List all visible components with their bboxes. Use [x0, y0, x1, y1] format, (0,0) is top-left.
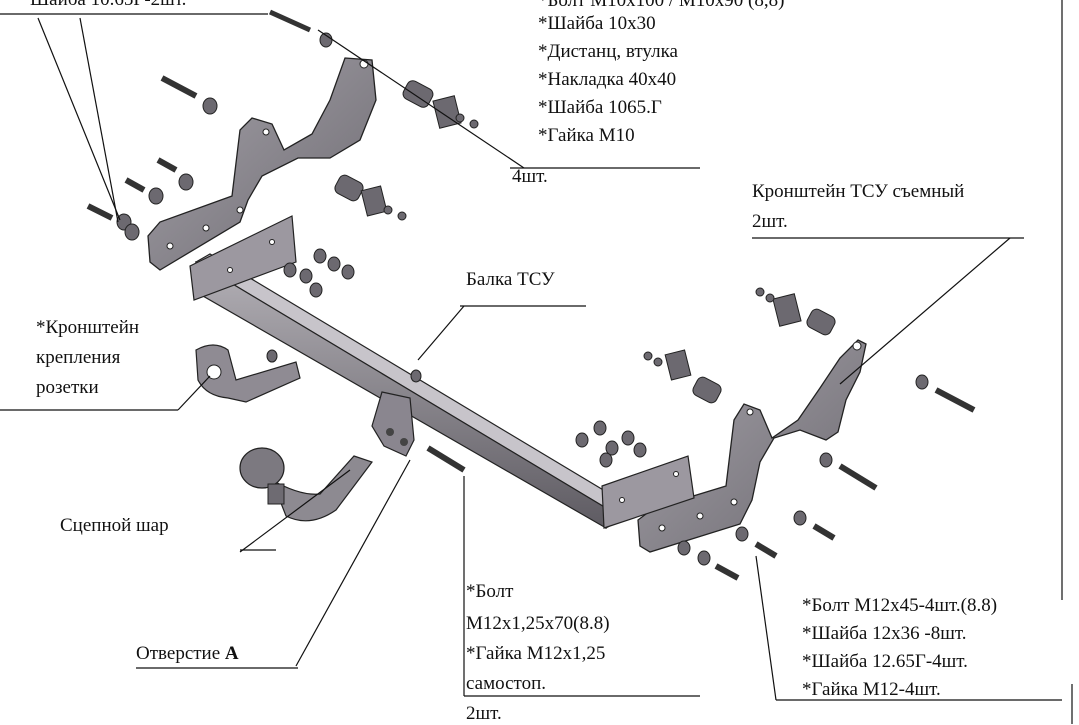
- hole-a-prefix: Отверстие: [136, 643, 225, 664]
- tow-ball: [239, 447, 373, 522]
- bolt-m12x125-label-2: М12х1,25х70(8.8): [466, 613, 610, 634]
- qty-4-label: 4шт.: [512, 166, 548, 187]
- bolt-m12x125-label-4: самостоп.: [466, 673, 546, 694]
- socket-bracket: [195, 344, 301, 403]
- washer-1065-label: *Шайба 1065.Г: [538, 97, 662, 118]
- hole-a-label: Отверстие А: [136, 642, 239, 665]
- washer-label-top-left: Шайба 10.65Г-2шт.: [30, 0, 186, 11]
- nut-m10-label: *Гайка М10: [538, 125, 635, 146]
- bolt-m12x125-label-5: 2шт.: [466, 703, 502, 724]
- plate-40x40-label: *Накладка 40х40: [538, 69, 677, 90]
- washer-10x30-label: *Шайба 10х30: [538, 13, 656, 34]
- bolt-m10-label: *Болт М10х100 / М10х90 (8,8): [538, 0, 785, 11]
- socket-bracket-label-3: розетки: [36, 377, 99, 398]
- bolt-m12x45-label: *Болт М12х45-4шт.(8.8): [802, 595, 998, 616]
- washer-12x36-label: *Шайба 12х36 -8шт.: [802, 623, 967, 644]
- spacer-label: *Дистанц, втулка: [538, 41, 678, 62]
- tow-beam: [189, 215, 695, 530]
- left-bracket: [147, 57, 377, 271]
- tow-ball-label: Сцепной шар: [60, 515, 169, 536]
- washer-1265-label: *Шайба 12.65Г-4шт.: [802, 651, 968, 672]
- beam-label: Балка ТСУ: [466, 269, 555, 290]
- socket-bracket-label-2: крепления: [36, 347, 121, 368]
- bolt-m12x125-label-3: *Гайка М12х1,25: [466, 643, 606, 664]
- fasteners: [86, 9, 976, 581]
- ball-mount-plate: [371, 391, 415, 457]
- nut-m12-label: *Гайка М12-4шт.: [802, 679, 941, 700]
- socket-bracket-label-1: *Кронштейн: [36, 317, 140, 338]
- removable-bracket-label: Кронштейн ТСУ съемный: [752, 181, 965, 202]
- hole-a-letter: А: [224, 643, 239, 664]
- right-bracket: [637, 339, 867, 553]
- bolt-m12x125-label-1: *Болт: [466, 581, 514, 602]
- removable-bracket-qty: 2шт.: [752, 211, 788, 232]
